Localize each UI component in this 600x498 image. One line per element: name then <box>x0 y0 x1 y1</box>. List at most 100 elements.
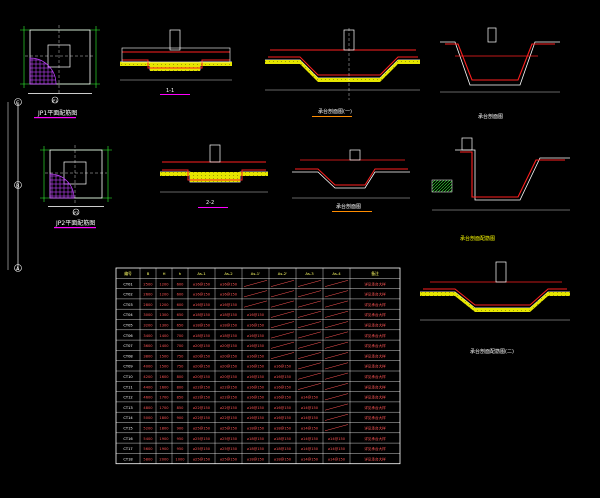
section-main: 承台剖面图(一) <box>265 28 420 117</box>
table-empty-cell-slash <box>324 321 349 329</box>
table-empty-cell-slash <box>270 321 295 329</box>
table-cell: 1000 <box>175 457 185 461</box>
table-cell: 850 <box>177 396 185 400</box>
plan-view-2: JP2 JP2平面配筋图 <box>40 145 112 229</box>
table-cell: 600 <box>177 282 185 286</box>
table-empty-cell-slash <box>324 300 349 308</box>
table-header-cell: As-1' <box>251 271 260 276</box>
table-cell: ⌀16@150 <box>247 396 265 400</box>
table-cell: 详见承台大样 <box>364 292 386 297</box>
table-cell: ⌀20@150 <box>193 365 211 369</box>
table-cell: ⌀22@150 <box>193 385 211 389</box>
table-cell: 750 <box>177 354 185 358</box>
table-row-id: CT18 <box>123 457 133 461</box>
table-cell: 详见承台大样 <box>364 281 386 286</box>
table-cell: 800 <box>177 385 185 389</box>
table-cell: ⌀18@150 <box>247 457 265 461</box>
table-cell: 750 <box>177 365 185 369</box>
table-cell: 900 <box>177 416 185 420</box>
table-cell: 1200 <box>159 282 169 286</box>
table-cell: 详见承台大样 <box>364 436 386 441</box>
table-empty-cell-slash <box>297 321 322 329</box>
table-cell: 5800 <box>143 457 153 461</box>
table-cell: ⌀16@150 <box>247 385 265 389</box>
section-1-1: 1-1 <box>120 29 232 95</box>
table-cell: ⌀14@150 <box>301 396 319 400</box>
table-header-cell: h <box>179 271 182 276</box>
plan-2-title-underline <box>54 227 96 229</box>
table-cell: ⌀25@150 <box>193 447 211 451</box>
table-cell: 700 <box>177 334 185 338</box>
table-cell: 5600 <box>143 447 153 451</box>
table-cell: ⌀16@150 <box>274 416 292 420</box>
table-cell: ⌀22@150 <box>193 396 211 400</box>
table-empty-cell-slash <box>243 280 268 287</box>
table-cell: 900 <box>177 427 185 431</box>
table-row-id: CT08 <box>123 354 133 358</box>
table-cell: 3000 <box>143 313 153 317</box>
table-cell: ⌀14@150 <box>301 406 319 410</box>
section-1-1-title: 1-1 <box>166 88 174 94</box>
table-row-id: CT07 <box>123 344 132 348</box>
table-cell: 1800 <box>159 427 169 431</box>
table-empty-cell-slash <box>297 383 322 390</box>
table-cell: 详见承台大样 <box>364 374 386 379</box>
table-cell: 1600 <box>159 375 169 379</box>
table-cell: 1900 <box>159 447 169 451</box>
table-cell: ⌀18@150 <box>274 447 292 451</box>
table-cell: 1500 <box>159 354 169 358</box>
table-cell: ⌀22@150 <box>220 416 238 420</box>
table-cell: 4200 <box>143 375 153 379</box>
table-cell: ⌀25@150 <box>220 427 238 431</box>
table-cell: 1200 <box>159 303 169 307</box>
table-cell: ⌀18@150 <box>193 334 211 338</box>
table-empty-cell-slash <box>297 341 322 349</box>
table-cell: ⌀20@150 <box>220 375 238 379</box>
table-cell: 5200 <box>143 427 153 431</box>
table-cell: ⌀20@150 <box>193 375 211 379</box>
axis-label-b: B <box>16 184 20 190</box>
table-cell: ⌀18@150 <box>220 334 238 338</box>
table-row-id: CT12 <box>123 396 132 400</box>
table-row-id: CT11 <box>123 385 132 389</box>
table-cell: ⌀22@150 <box>220 396 238 400</box>
table-header-cell: B <box>147 271 150 276</box>
table-row-id: CT03 <box>123 303 132 307</box>
table-cell: ⌀16@150 <box>220 293 238 297</box>
table-cell: ⌀16@150 <box>247 416 265 420</box>
plan-1-title: JP1平面配筋图 <box>37 109 77 117</box>
table-empty-cell-slash <box>324 424 349 432</box>
table-cell: 详见承台大样 <box>364 323 386 328</box>
table-cell: ⌀14@150 <box>328 457 346 461</box>
table-empty-cell-slash <box>324 341 349 349</box>
table-row-id: CT06 <box>123 334 133 338</box>
section-main-underline <box>312 116 352 117</box>
table-empty-cell-slash <box>243 300 268 308</box>
section-right-top-title: 承台剖面图 <box>478 113 503 120</box>
table-cell: 600 <box>177 303 185 307</box>
table-cell: 详见承台大样 <box>364 405 386 410</box>
table-empty-cell-slash <box>270 331 295 339</box>
table-cell: ⌀18@150 <box>274 457 292 461</box>
table-cell: 650 <box>177 324 185 328</box>
table-cell: ⌀18@150 <box>220 324 238 328</box>
table-cell: 2800 <box>143 303 153 307</box>
table-cell: 3600 <box>143 344 153 348</box>
table-cell: ⌀20@150 <box>193 354 211 358</box>
table-cell: 1400 <box>159 334 169 338</box>
table-cell: 600 <box>177 293 185 297</box>
table-cell: 详见承台大样 <box>364 353 386 358</box>
table-cell: ⌀25@150 <box>220 457 238 461</box>
table-cell: 1300 <box>159 313 169 317</box>
table-empty-cell-slash <box>324 331 349 339</box>
table-cell: 1800 <box>159 416 169 420</box>
axis-label-a: A <box>16 267 20 273</box>
table-cell: ⌀16@150 <box>274 396 292 400</box>
table-header-cell: As-2' <box>278 271 287 276</box>
table-cell: 3800 <box>143 354 153 358</box>
table-empty-cell-slash <box>324 413 349 421</box>
table-cell: ⌀18@150 <box>274 437 292 441</box>
table-cell: ⌀16@150 <box>274 375 292 379</box>
